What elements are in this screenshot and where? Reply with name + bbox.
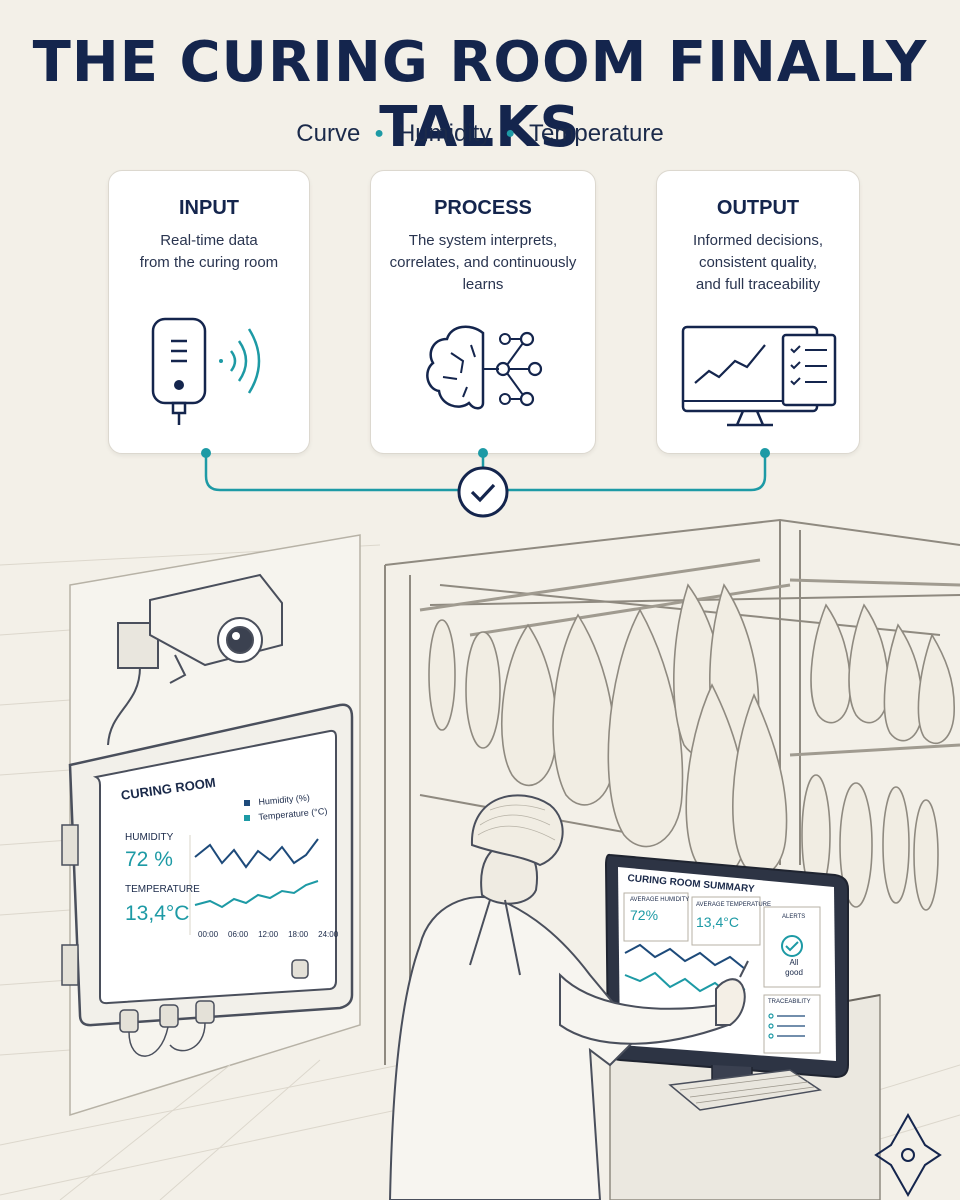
avg-temperature-label: AVERAGE TEMPERATURE — [696, 902, 772, 908]
tick-label: 06:00 — [228, 930, 249, 939]
worker — [388, 794, 749, 1200]
bullet-dot: ● — [374, 125, 384, 142]
avg-humidity-label: AVERAGE HUMIDITY — [630, 897, 690, 903]
output-description: Informed decisions, consistent quality, … — [692, 232, 824, 293]
process-heading: PROCESS — [434, 197, 532, 219]
tick-label: 24:00 — [318, 930, 339, 939]
page-title: THE CURING ROOM FINALLY TALKS — [32, 30, 928, 160]
traceability-label: TRACEABILITY — [768, 999, 811, 1005]
input-card: INPUT Real-time data from the curing roo… — [108, 170, 310, 454]
process-description: The system interprets, correlates, and c… — [389, 232, 577, 293]
subtitle-humidity: Humidity — [397, 120, 492, 147]
wall-temperature-value: 13,4°C — [125, 902, 190, 925]
output-card: OUTPUT Informed decisions, consistent qu… — [656, 170, 860, 454]
alerts-label: ALERTS — [782, 914, 806, 920]
flow-connector — [201, 448, 770, 518]
wall-temperature-label: TEMPERATURE — [125, 884, 200, 895]
tick-label: 18:00 — [288, 930, 309, 939]
tick-label: 12:00 — [258, 930, 279, 939]
brain-network-icon — [426, 325, 543, 410]
subtitle: Curve ● Humidity ● Temperature — [0, 120, 960, 148]
avg-temperature-value: 13,4°C — [696, 914, 739, 930]
wall-humidity-label: HUMIDITY — [125, 832, 174, 843]
logo-icon — [874, 1112, 942, 1198]
output-heading: OUTPUT — [716, 197, 800, 219]
curing-room-scene — [0, 518, 960, 1200]
camera — [107, 573, 283, 746]
sensor-icon — [151, 317, 261, 425]
process-card: PROCESS The system interprets, correlate… — [370, 170, 596, 454]
wall-time-ticks: 00:00 06:00 12:00 18:00 24:00 — [198, 930, 338, 939]
tick-label: 00:00 — [198, 930, 219, 939]
wall-humidity-value: 72 % — [125, 848, 173, 871]
monitor-checklist-icon — [681, 325, 837, 427]
bullet-dot: ● — [505, 125, 515, 142]
subtitle-temperature: Temperature — [529, 120, 664, 147]
wall-panel-device — [61, 703, 354, 1057]
avg-humidity-value: 72% — [630, 907, 659, 923]
input-description: Real-time data from the curing room — [139, 232, 279, 271]
subtitle-curve: Curve — [296, 120, 361, 147]
input-heading: INPUT — [179, 197, 239, 219]
